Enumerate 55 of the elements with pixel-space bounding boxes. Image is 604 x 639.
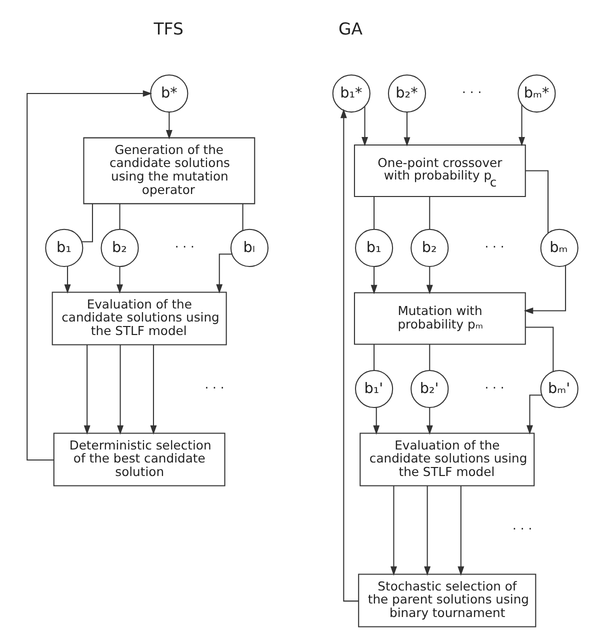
arrow xyxy=(64,266,70,294)
connector xyxy=(524,326,554,372)
label: GA xyxy=(338,20,362,39)
arrow xyxy=(165,112,172,140)
arrow xyxy=(150,345,156,435)
arrow xyxy=(361,106,368,146)
label: TFS xyxy=(153,20,183,39)
node-box: Evaluation of the candidate solutions using the STLF model xyxy=(359,432,534,486)
node-circle: b* xyxy=(150,74,188,113)
arrow xyxy=(518,104,525,146)
arrow xyxy=(116,266,123,294)
node-box: Mutation with probability pₘ xyxy=(353,292,526,345)
arrow xyxy=(403,112,410,146)
node-circle: bₘ' xyxy=(540,370,578,408)
arrow xyxy=(426,266,432,294)
node-box: Evaluation of the candidate solutions using the STLF model xyxy=(51,292,226,346)
label: · · · xyxy=(484,240,504,254)
connector xyxy=(373,344,374,370)
arrow xyxy=(390,486,396,576)
arrow xyxy=(26,90,152,461)
node-circle: b₁ xyxy=(354,228,393,267)
arrow xyxy=(83,345,90,435)
connector xyxy=(428,196,430,230)
connector xyxy=(373,196,374,230)
label: · · · xyxy=(174,240,194,254)
connector xyxy=(242,204,243,231)
label: · · · xyxy=(204,381,224,396)
label: · · · xyxy=(462,86,482,100)
node-box: Generation of the candidate solutions using the mutation operator xyxy=(82,137,255,204)
node-circle: b₂' xyxy=(410,370,448,408)
arrow xyxy=(457,486,464,576)
node-circle: bₘ* xyxy=(517,74,556,113)
arrow xyxy=(523,265,566,314)
label: · · · xyxy=(512,522,532,536)
node-circle: b₁* xyxy=(332,74,370,113)
arrow xyxy=(116,345,124,435)
arrow xyxy=(372,408,380,435)
arrow xyxy=(424,486,430,576)
node-box: Stochastic selection of the parent solutions using binary tournament xyxy=(358,574,536,628)
connector xyxy=(525,170,548,234)
node-circle: bₗ xyxy=(230,228,268,267)
node-circle: b₂ xyxy=(410,228,448,267)
node-circle: b₁ xyxy=(44,228,83,267)
arrow xyxy=(426,408,432,435)
arrow xyxy=(370,266,377,294)
node-circle: b₂ xyxy=(100,228,138,267)
connector xyxy=(81,204,92,242)
node-circle: b₁' xyxy=(354,370,393,408)
node-circle: b₂* xyxy=(387,74,426,113)
connector xyxy=(428,344,430,370)
label: · · · xyxy=(484,381,504,396)
arrow xyxy=(340,108,358,602)
node-box: Deterministic selection of the best candidate solution xyxy=(52,432,225,486)
connector xyxy=(118,204,120,230)
node-circle: bₘ xyxy=(540,228,578,267)
